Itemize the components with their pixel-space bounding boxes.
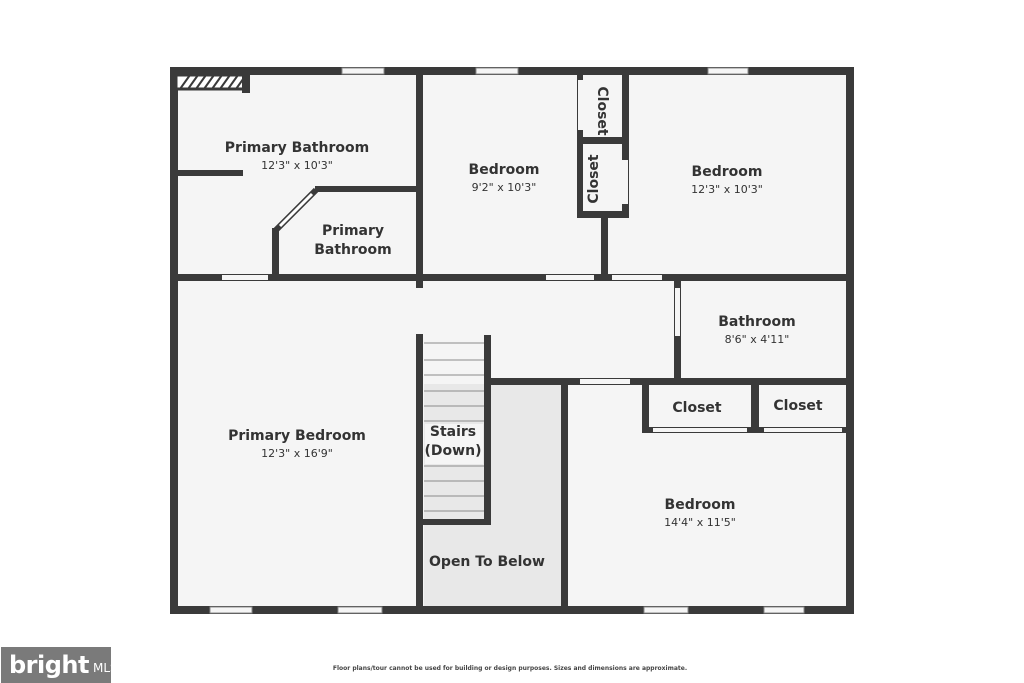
bright-mls-logo: bright MLS — [1, 647, 118, 683]
primary-bath-small-name-2: Bathroom — [314, 242, 392, 258]
bedroom-b-name: Bedroom — [692, 164, 763, 180]
door-openings — [222, 80, 842, 432]
primary-bath-dims: 12'3" x 10'3" — [261, 159, 333, 172]
closet-v2-name: Closet — [586, 154, 602, 204]
closet-h2-name: Closet — [773, 398, 823, 414]
bedroom-c-name: Bedroom — [665, 497, 736, 513]
stairs-label-bg — [425, 424, 483, 464]
bathroom-name: Bathroom — [718, 314, 796, 330]
bathroom-dims: 8'6" x 4'11" — [725, 333, 790, 346]
bedroom-b-dims: 12'3" x 10'3" — [691, 183, 763, 196]
logo-word: bright — [9, 651, 89, 679]
primary-bath-small-name-1: Primary — [322, 223, 384, 239]
stairs-name-2: (Down) — [425, 443, 482, 459]
interior-walls — [170, 67, 854, 614]
windows — [209, 67, 805, 614]
logo-sub: MLS — [92, 661, 118, 675]
bedroom-a-dims: 9'2" x 10'3" — [472, 181, 537, 194]
primary-bath-name: Primary Bathroom — [225, 140, 369, 156]
closet-v1-name: Closet — [594, 86, 610, 136]
stairs-treads — [424, 342, 484, 512]
diagonal-door — [278, 192, 314, 228]
primary-bedroom-name: Primary Bedroom — [228, 428, 366, 444]
bedroom-c-dims: 14'4" x 11'5" — [664, 516, 736, 529]
open-below-name: Open To Below — [429, 554, 545, 570]
primary-bedroom-dims: 12'3" x 16'9" — [261, 447, 333, 460]
bedroom-a-name: Bedroom — [469, 162, 540, 178]
disclaimer-text: Floor plans/tour cannot be used for buil… — [332, 665, 688, 672]
closet-h1-name: Closet — [672, 400, 722, 416]
chimney-hatch — [174, 73, 250, 93]
stairs-name-1: Stairs — [430, 424, 476, 440]
